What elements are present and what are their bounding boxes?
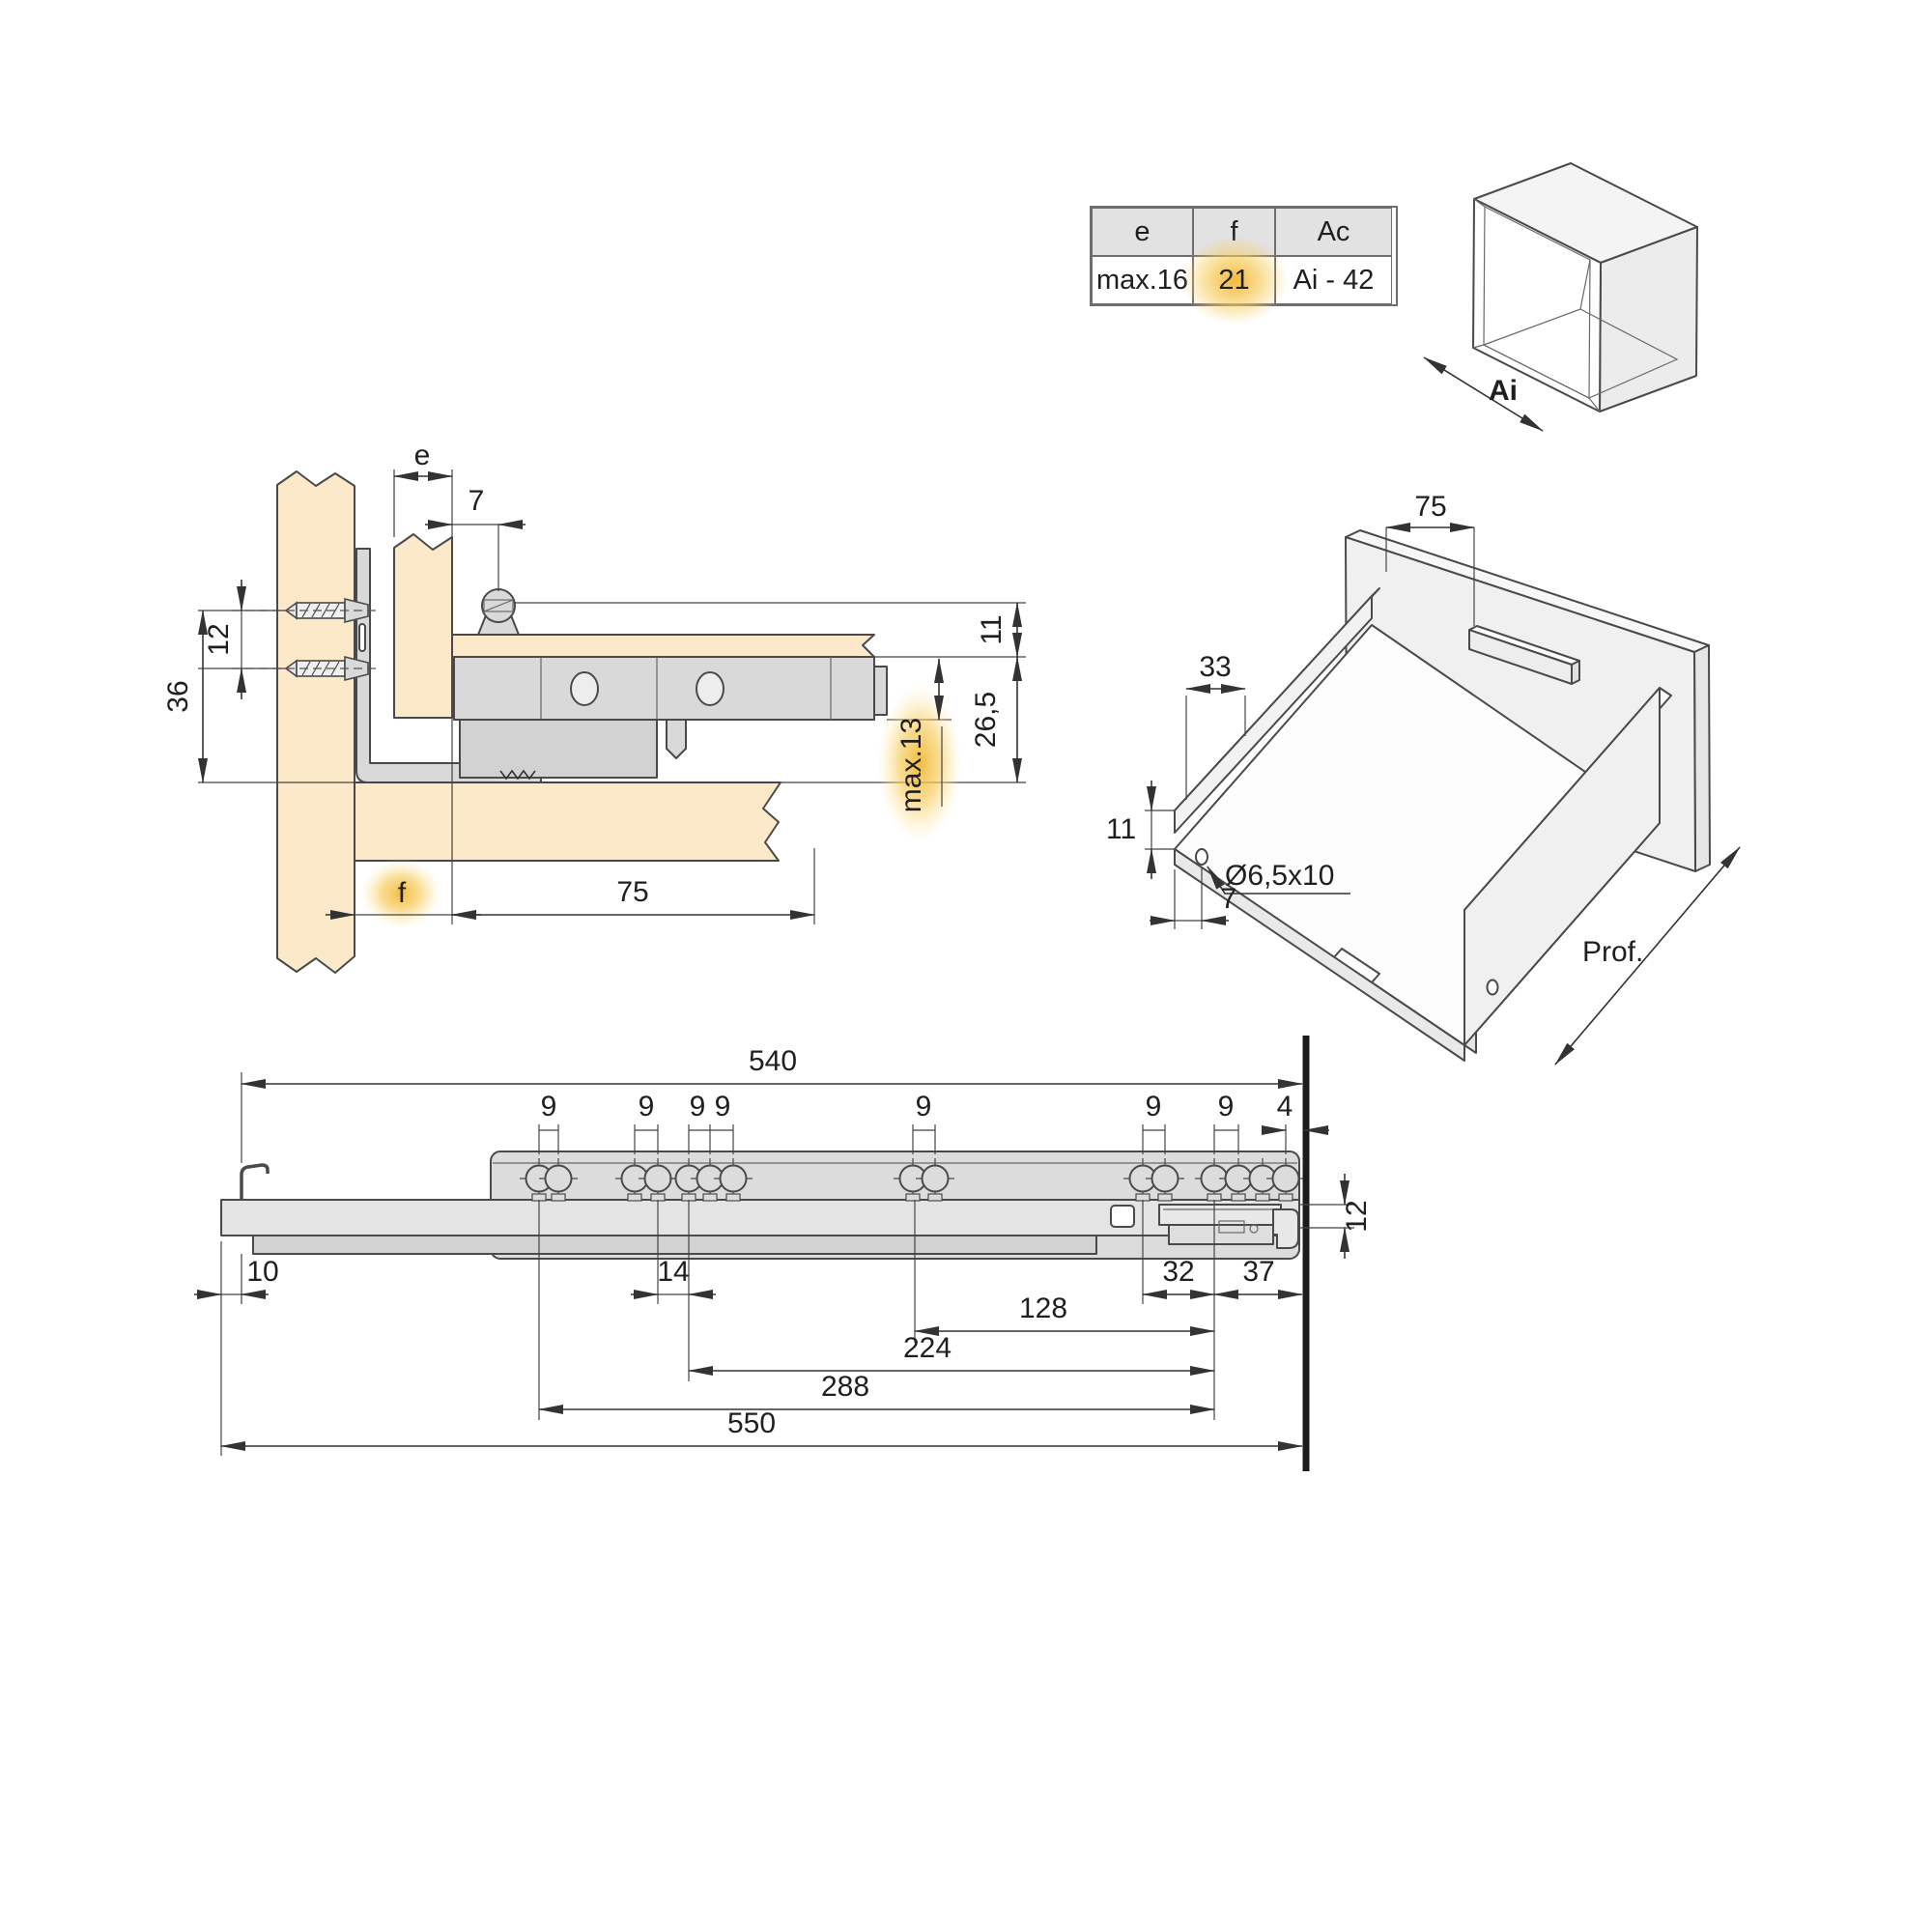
dim-9: 9 <box>639 1091 655 1122</box>
dim-550: 550 <box>727 1407 776 1439</box>
dim-9: 9 <box>1146 1091 1162 1122</box>
drawer-bottom-panel <box>451 634 875 658</box>
dim-33: 33 <box>1199 651 1231 683</box>
table-value-e: max.16 <box>1092 256 1193 304</box>
hole-extension-lines <box>538 1124 1287 1154</box>
table-header-e: e <box>1092 208 1193 256</box>
dim-32: 32 <box>1162 1256 1194 1288</box>
table-header-ac: Ac <box>1275 208 1392 256</box>
roller <box>696 671 724 706</box>
dim-7: 7 <box>469 485 485 517</box>
dim-4: 4 <box>1277 1091 1293 1122</box>
dim-224: 224 <box>903 1332 952 1364</box>
dim-11: 11 <box>976 614 1008 644</box>
fixing-hole <box>1195 848 1208 866</box>
dim-14: 14 <box>657 1256 689 1288</box>
dim-9: 9 <box>541 1091 557 1122</box>
drawer-rail-lower-step <box>252 1235 1097 1255</box>
dim-10: 10 <box>246 1256 278 1288</box>
table-value-ac: Ai - 42 <box>1275 256 1392 304</box>
side-view-dimensions: 9 9 9 9 9 9 9 4 540 12 <box>194 1045 1373 1456</box>
dim-e: e <box>414 440 431 471</box>
dim-540: 540 <box>749 1045 797 1077</box>
value-e: max.16 <box>1095 264 1189 296</box>
cabinet-side-panel <box>276 470 355 974</box>
dim-36: 36 <box>162 680 194 712</box>
dim-9: 9 <box>690 1091 706 1122</box>
value-ac: Ai - 42 <box>1293 264 1375 296</box>
wood-panels <box>276 470 875 974</box>
dim-12: 12 <box>203 623 235 655</box>
dim-12: 12 <box>1341 1200 1373 1232</box>
gear-teeth <box>499 769 536 781</box>
drawer-side-panel <box>393 533 453 719</box>
dim-26-5: 26,5 <box>970 692 1002 748</box>
rear-mounting-bracket <box>1468 629 1573 685</box>
dimension-table: e f Ac max.16 21 Ai - 42 <box>1090 206 1398 325</box>
slide-mechanism <box>232 548 888 783</box>
rear-latch <box>1110 1204 1299 1249</box>
slide-side-view-figure: 9 9 9 9 9 9 9 4 540 12 <box>194 1036 1373 1471</box>
highlight-glow-f <box>360 859 441 928</box>
drawer-rail <box>220 1199 1300 1236</box>
value-f-highlighted: 21 <box>1218 264 1250 296</box>
highlight-glow <box>1180 236 1288 325</box>
roller <box>570 671 599 706</box>
drawer-dimensions: 75 33 11 Ø6,5x10 7 Prof. <box>1106 491 1741 1065</box>
dim-288: 288 <box>821 1371 869 1403</box>
dim-hole-7: 7 <box>1221 883 1237 915</box>
highlight-glow-max13 <box>877 684 962 842</box>
dim-hole-label: Ø6,5x10 <box>1225 860 1334 892</box>
dim-9: 9 <box>916 1091 932 1122</box>
slide-housing <box>459 719 658 779</box>
dim-depth-label: Prof. <box>1582 936 1643 968</box>
cabinet-isometric-figure: Ai <box>1423 162 1698 432</box>
dim-37: 37 <box>1242 1256 1274 1288</box>
dim-rear-75: 75 <box>1414 491 1446 523</box>
front-hook <box>240 1163 270 1200</box>
dim-75: 75 <box>616 876 648 908</box>
dim-edge-11: 11 <box>1106 813 1136 845</box>
dim-f: f <box>398 877 407 909</box>
lower-shelf-panel <box>354 781 781 862</box>
header-ac-label: Ac <box>1317 215 1350 247</box>
dim-9: 9 <box>1218 1091 1235 1122</box>
table-value-f: 21 <box>1180 236 1288 325</box>
dim-max13: max.13 <box>895 718 927 812</box>
dim-128: 128 <box>1019 1293 1067 1324</box>
rail-assembly <box>220 1036 1310 1471</box>
header-f-label: f <box>1230 215 1238 247</box>
drawer-assembly <box>1174 529 1711 1062</box>
left-slide-rail <box>1174 595 1373 834</box>
dim-9: 9 <box>715 1091 731 1122</box>
header-e-label: e <box>1134 215 1151 247</box>
cabinet-width-dimension: Ai <box>1423 356 1544 432</box>
slide-body <box>453 656 875 721</box>
cross-section-dimensions: e 7 12 36 11 26,5 max.13 f 75 <box>162 440 1022 920</box>
cabinet-width-label: Ai <box>1489 375 1518 407</box>
latch-hook <box>666 719 687 759</box>
cross-section-figure: e 7 12 36 11 26,5 max.13 f 75 <box>162 440 1026 974</box>
drawer-isometric-figure: 75 33 11 Ø6,5x10 7 Prof. <box>1106 491 1741 1065</box>
